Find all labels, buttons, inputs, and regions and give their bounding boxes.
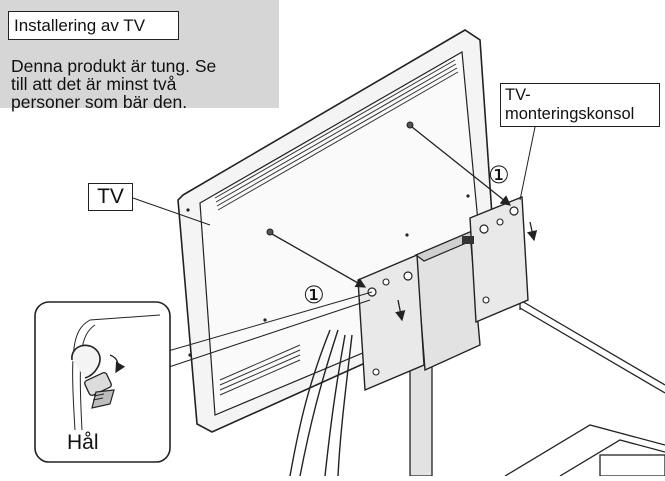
bracket-label: TV- monteringskonsol (500, 83, 660, 127)
bracket-label-line-1: TV- (505, 86, 531, 104)
bracket-label-line-2: monteringskonsol (505, 105, 635, 123)
arrow-icon (271, 126, 538, 322)
step-marker-upper: ① (488, 161, 510, 189)
warning-line-2: till att det är minst två (11, 74, 177, 94)
step-marker-lower: ① (303, 281, 325, 309)
stand-table (504, 299, 665, 477)
section-title: Installering av TV (8, 11, 179, 40)
warning-text: Denna produkt är tung. Se till att det ä… (11, 57, 273, 111)
hole-icon (71, 344, 101, 379)
screw-icon (266, 121, 414, 236)
tv-label: TV (88, 183, 133, 211)
warning-panel: Installering av TV Denna produkt är tung… (0, 0, 279, 111)
bracket-plate-left (357, 253, 425, 392)
warning-line-3: personer som bär den. (11, 92, 188, 112)
cables (289, 329, 353, 477)
screw-icon (84, 372, 115, 409)
hole-label: Hål (67, 431, 99, 454)
warning-line-1: Denna produkt är tung. Se (11, 56, 217, 76)
hole-detail-inset (34, 301, 171, 463)
